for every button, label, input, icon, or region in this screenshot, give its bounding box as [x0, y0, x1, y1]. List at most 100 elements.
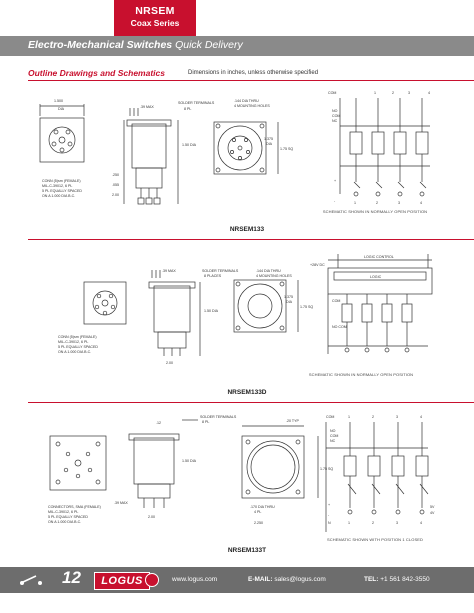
note-1: CONNECTORS, SMA (FEMALE)	[48, 505, 101, 509]
nrsem133t-drawing: CONNECTORS, SMA (FEMALE) MIL-C-39012, 6 …	[48, 415, 435, 532]
sch-b4: 4	[420, 521, 422, 525]
dim-front-1: 1.500	[54, 99, 63, 103]
dim-side-7: 2.00	[112, 193, 119, 197]
sch-no: NO	[330, 429, 336, 433]
front-view-body	[39, 117, 85, 163]
dim-top-1: .20 TYP	[286, 419, 300, 423]
dim-top-2: 1.75 SQ	[320, 467, 333, 471]
tel-label: TEL:	[364, 576, 379, 583]
note-1: CONN (5)sm (FEMALE)	[42, 179, 81, 183]
note-2: MIL-C-39012, 6 PL	[42, 184, 72, 188]
note-4: ON A 1.000 DIA B.C.	[58, 350, 91, 354]
dim-side-2: SOLDER TERMINALS	[178, 101, 215, 105]
email-label: E-MAIL:	[248, 576, 273, 583]
panel-rule-2	[28, 402, 474, 403]
dim-side-6: 2.00	[148, 515, 155, 519]
section-heading: Outline Drawings and Schematics	[28, 68, 165, 78]
sch-3: 3	[408, 91, 410, 95]
page-title-sub: Quick Delivery	[175, 39, 243, 51]
sch-com2: COM	[332, 114, 340, 118]
tel-value: +1 561 842-3550	[380, 576, 430, 583]
nrsem133-label: NRSEM133	[229, 226, 265, 233]
dim-top-3: 1.375	[264, 137, 273, 141]
email-value[interactable]: sales@logus.com	[274, 576, 326, 583]
note-3: 5 PL EQUALLY SPACED	[58, 345, 98, 349]
sch-1: 1	[374, 91, 376, 95]
sch-1: 1	[348, 415, 350, 419]
dim-side-1: .12	[156, 421, 161, 425]
sch-nc: NC	[330, 439, 336, 443]
dim-side-3: 8 PL	[184, 107, 191, 111]
sch-nc: NC	[332, 119, 338, 123]
sch-4: 4	[420, 415, 422, 419]
dim-side-4: 1.50 DIA	[204, 309, 219, 313]
sch-minus: -	[334, 199, 336, 203]
footer-email: E-MAIL: sales@logus.com	[248, 576, 326, 583]
logo-mark-icon	[145, 573, 159, 587]
sch-plus: +	[328, 503, 330, 507]
dim-top-3: 1.375	[284, 295, 293, 299]
sch-b3: 3	[398, 201, 400, 205]
section-rule	[28, 80, 474, 81]
sch-minus: -	[328, 513, 330, 517]
dim-top-4: 4 PL	[254, 510, 261, 514]
note-4: ON A 1.000 DIA B.C.	[48, 520, 81, 524]
dim-top-2: 4 MOUNTING HOLES	[256, 274, 292, 278]
footer-tel: TEL: +1 561 842-3550	[364, 576, 430, 583]
sch-b2: 2	[372, 521, 374, 525]
sch-nocom: NO COM	[332, 325, 347, 329]
dim-top-2: 4 MOUNTING HOLES	[234, 104, 270, 108]
nrsem133t-caption: SCHEMATIC SHOWN WITH POSITION 1 CLOSED	[327, 537, 423, 542]
sch-com: COM	[326, 415, 334, 419]
note-2: MIL-C-39012, 6 PL	[48, 510, 78, 514]
sch-b1: 1	[354, 201, 356, 205]
sch-4: 4	[428, 91, 430, 95]
sch-n: N	[328, 521, 331, 525]
series-title: NRSEM	[135, 5, 175, 17]
sch-b1: 1	[348, 521, 350, 525]
sch-b4: 4	[420, 201, 422, 205]
sch-logic: LOGIC	[370, 275, 382, 279]
page-number: 12	[62, 568, 81, 587]
section-note: Dimensions in inches, unless otherwise s…	[188, 70, 319, 76]
sch-no: NO	[332, 109, 338, 113]
footer: 12 LOGUS www.logus.com E-MAIL: sales@log…	[0, 567, 474, 593]
note-4: ON A 1.000 DIA B.C.	[42, 194, 75, 198]
sch-2: 2	[392, 91, 394, 95]
footer-website[interactable]: www.logus.com	[172, 576, 218, 583]
logus-logo: LOGUS	[94, 572, 150, 590]
sch-com: COM	[332, 299, 340, 303]
title-band: Electro-Mechanical Switches Quick Delive…	[0, 36, 474, 56]
dim-side-4: 1.50 DIA	[182, 143, 197, 147]
dim-side-6: .055	[112, 183, 119, 187]
series-subtitle: Coax Series	[130, 18, 180, 28]
sch-plus: +	[334, 179, 336, 183]
nrsem133d-label: NRSEM133D	[227, 389, 267, 396]
dim-side-1: .39 MAX	[162, 269, 176, 273]
nrsem133d-caption: SCHEMATIC SHOWN IN NORMALLY OPEN POSITIO…	[308, 372, 414, 377]
sch-logic-control: LOGIC CONTROL	[364, 255, 394, 259]
dim-side-4: 1.50 DIA	[182, 459, 197, 463]
dim-side-3: 8 PL	[202, 420, 209, 424]
dim-side-5: 2.00	[166, 361, 173, 365]
note-3: 5 PL EQUALLY SPACED	[48, 515, 88, 519]
series-tab: NRSEM Coax Series	[114, 0, 196, 36]
panel-rule-1	[28, 239, 474, 240]
sch-5v: 5V	[430, 505, 435, 509]
dim-side-3: 8 PLACES	[204, 274, 222, 278]
switch-icon	[20, 575, 42, 585]
nrsem133t-label: NRSEM133T	[227, 547, 267, 554]
dim-side-2: SOLDER TERMINALS	[200, 415, 237, 419]
sch-3: 3	[396, 415, 398, 419]
dim-front-2: DIA	[58, 107, 65, 111]
dim-top-5: 1.75 SQ	[280, 147, 293, 151]
sch-4v: 4V	[430, 511, 435, 515]
dim-top-5: 1.75 SQ	[300, 305, 313, 309]
note-1: CONN (5)sm (FEMALE)	[58, 335, 97, 339]
sch-2: 2	[372, 415, 374, 419]
nrsem133d-drawing: CONN (5)sm (FEMALE) MIL-C-39012, 6 PL 5 …	[58, 254, 433, 365]
nrsem133-drawing: 1.500 DIA CONN (5)sm (FEMALE) MIL-C-3901…	[39, 91, 430, 205]
dim-top-1: .144 DIA THRU	[234, 99, 259, 103]
sch-com2: COM	[330, 434, 338, 438]
dim-side-5: .39 MAX	[114, 501, 128, 505]
